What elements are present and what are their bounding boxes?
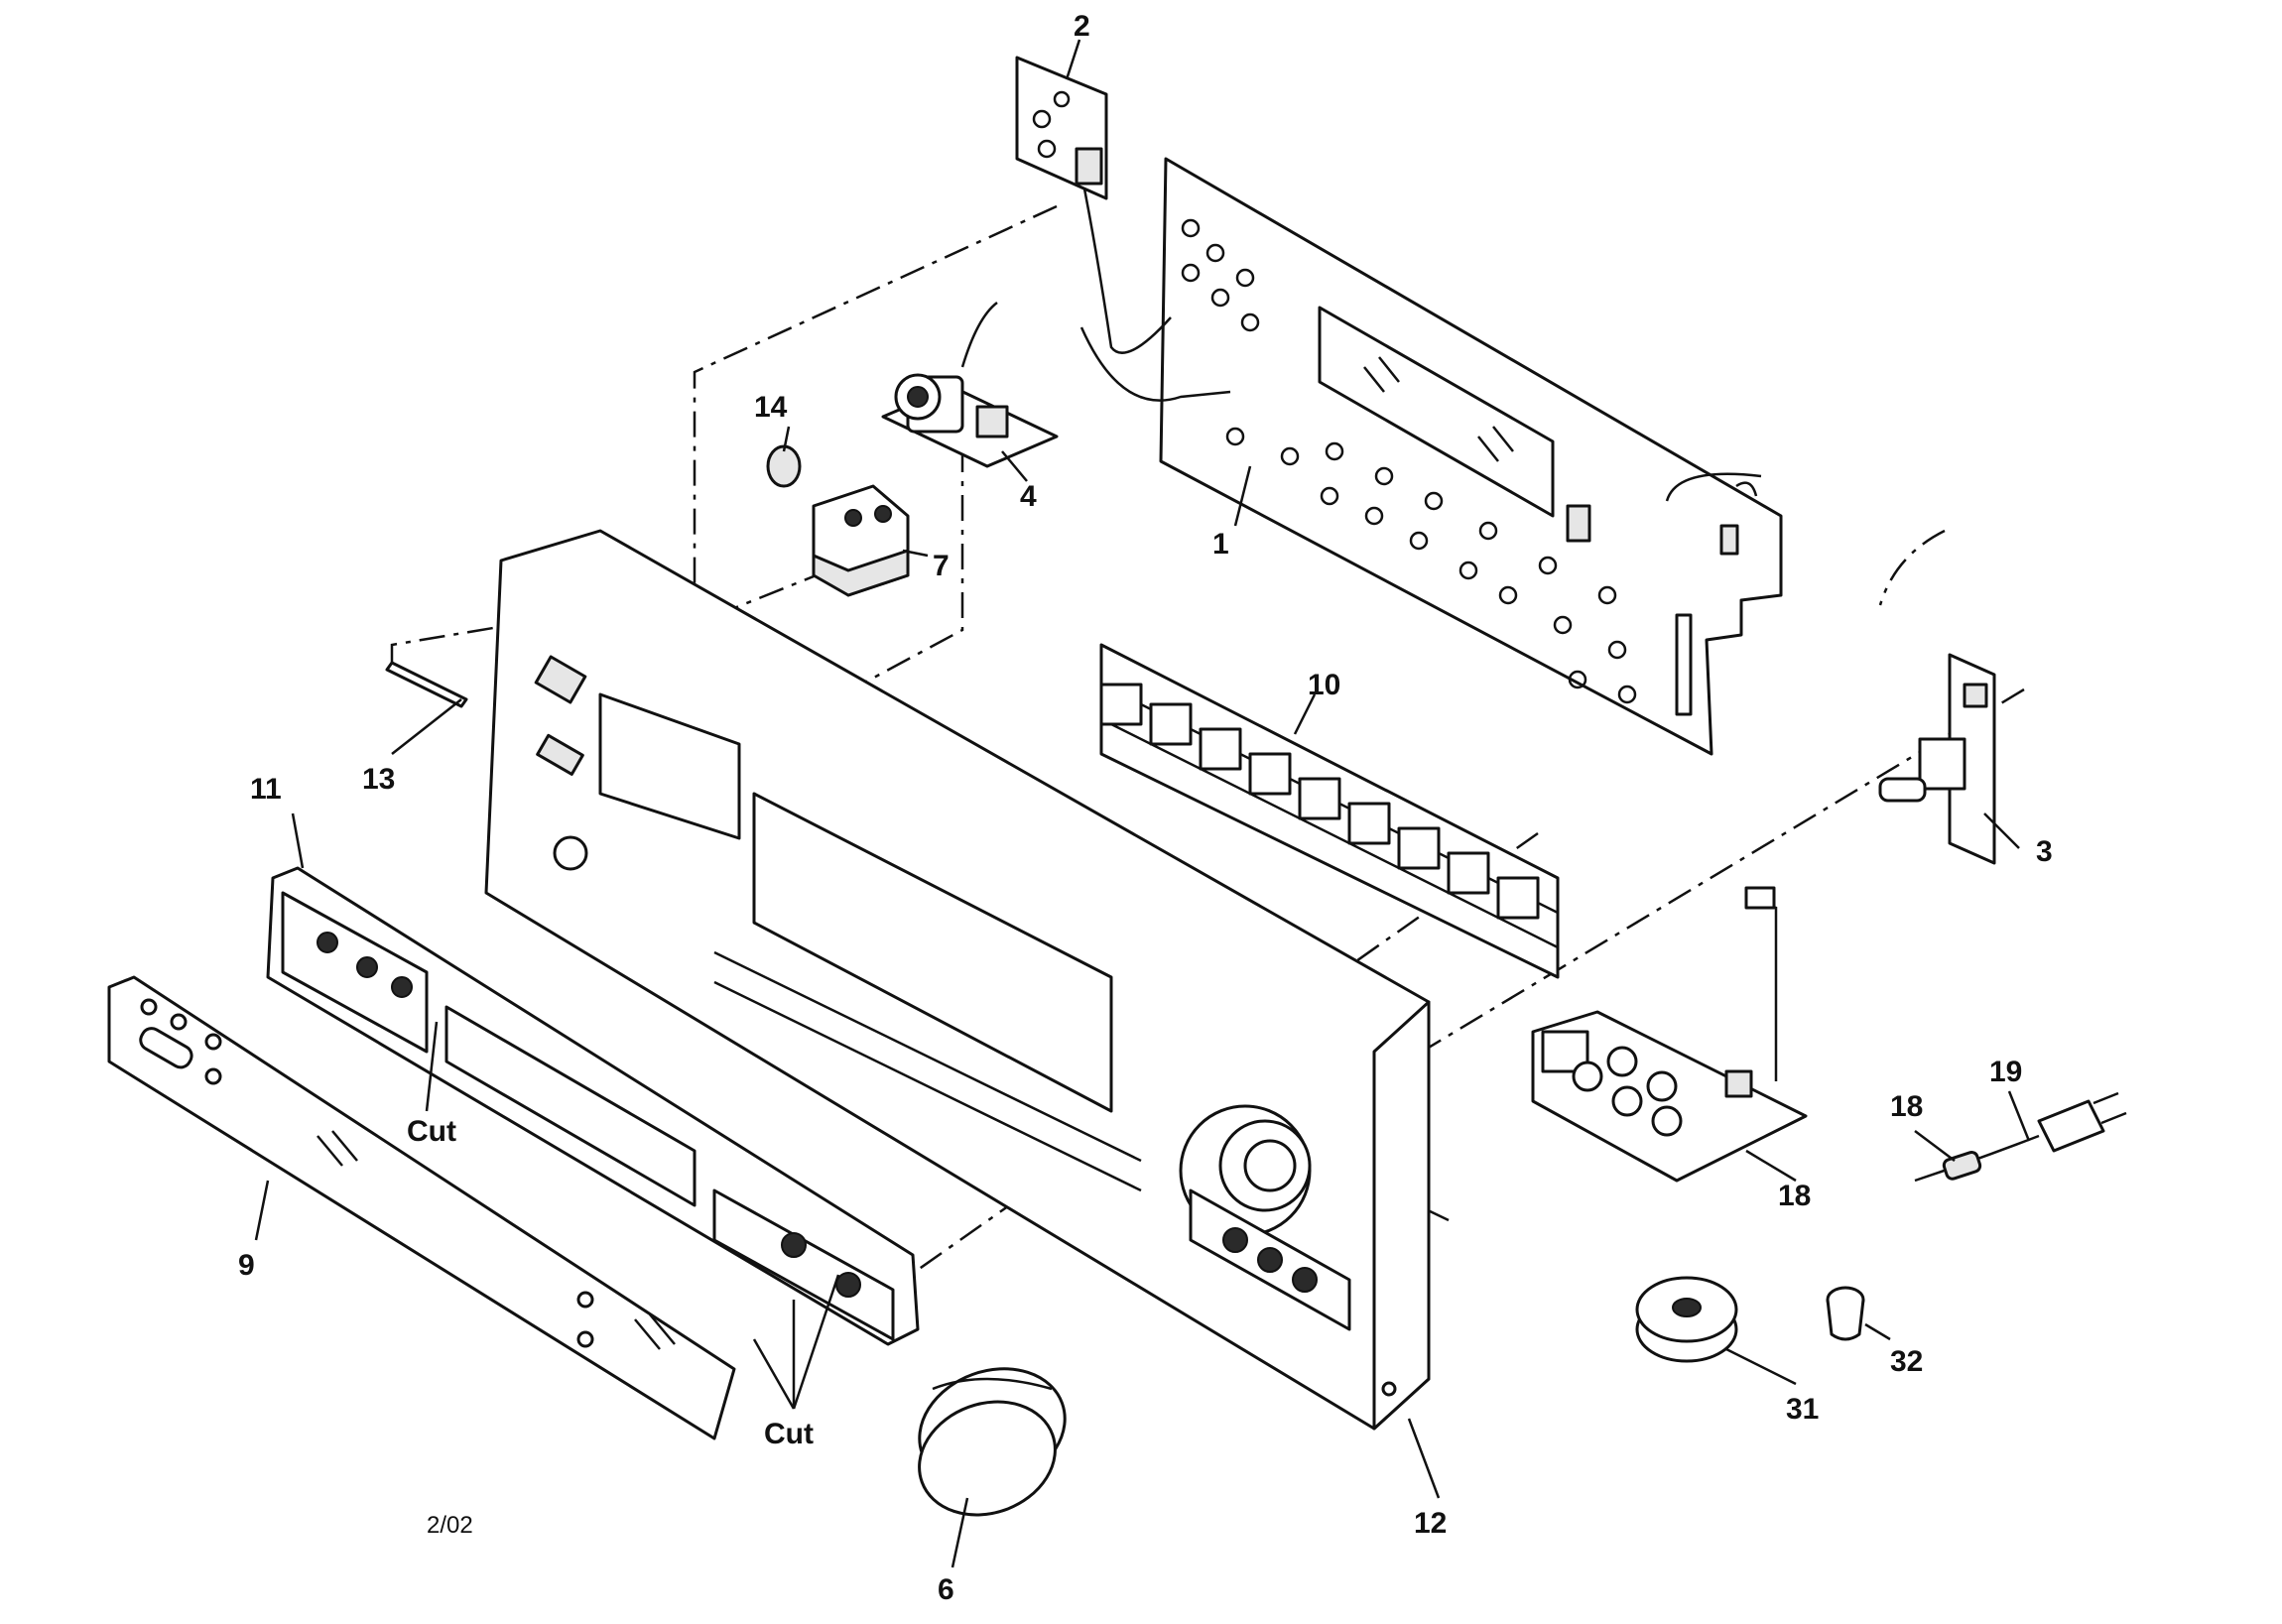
callout-18-jack-board: 18 [1778,1180,1811,1212]
callout-10: 10 [1308,669,1340,701]
callout-4: 4 [1020,480,1037,513]
part-small-board-top [1015,56,1108,200]
part-small-cap [1826,1286,1865,1341]
callout-7: 7 [933,550,950,582]
part-pot-board [1878,653,1996,865]
part-switch-block [812,484,910,597]
callout-31: 31 [1786,1393,1819,1426]
part-light-guide-rod [385,661,468,708]
callout-18-cord: 18 [1890,1090,1923,1123]
part-power-cord [1914,1091,2127,1183]
part-knob-small [766,444,802,488]
callout-leader-lines [254,39,2031,1568]
pcb-component-dots [1181,218,1637,704]
revision-date: 2/02 [427,1512,473,1539]
part-gear-wheel [1635,1276,1738,1363]
callout-14: 14 [754,391,788,424]
callout-12: 12 [1414,1507,1447,1540]
callout-2: 2 [1074,10,1090,43]
wire-harnesses [1079,173,1762,502]
part-front-lens [107,975,736,1440]
callout-9: 9 [238,1249,255,1282]
callout-13: 13 [362,763,395,796]
part-volume-knob [918,1367,1067,1517]
callout-6: 6 [938,1573,954,1606]
part-switch-strip [1099,643,1560,979]
callout-32: 32 [1890,1345,1923,1378]
switch-keys [1099,683,1540,920]
part-jack-board [1531,886,1808,1183]
callout-19: 19 [1989,1056,2022,1088]
part-jack-assembly [881,302,1059,468]
callout-labels: 2 1 3 4 14 7 10 11 13 9 12 6 18 18 19 31… [238,10,2053,1606]
part-front-chassis [484,529,1431,1431]
part-main-pcb [1159,157,1783,756]
callout-1: 1 [1212,528,1229,561]
cut-label-buttons: Cut [764,1418,814,1450]
callout-3: 3 [2036,835,2053,868]
callout-11: 11 [250,773,282,806]
cut-label-bezel: Cut [407,1115,456,1148]
part-front-bezel [266,866,920,1346]
